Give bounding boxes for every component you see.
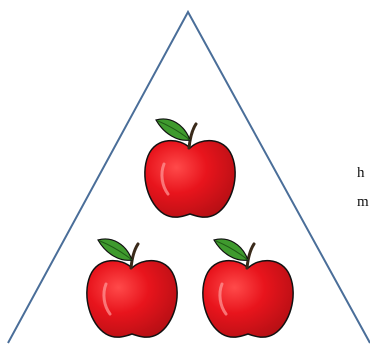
apple-icon [145, 119, 235, 217]
side-text-line-2: m [357, 195, 369, 210]
apple-icon [203, 239, 293, 337]
apple-icon [87, 239, 177, 337]
side-text-line-1: h [357, 166, 365, 181]
